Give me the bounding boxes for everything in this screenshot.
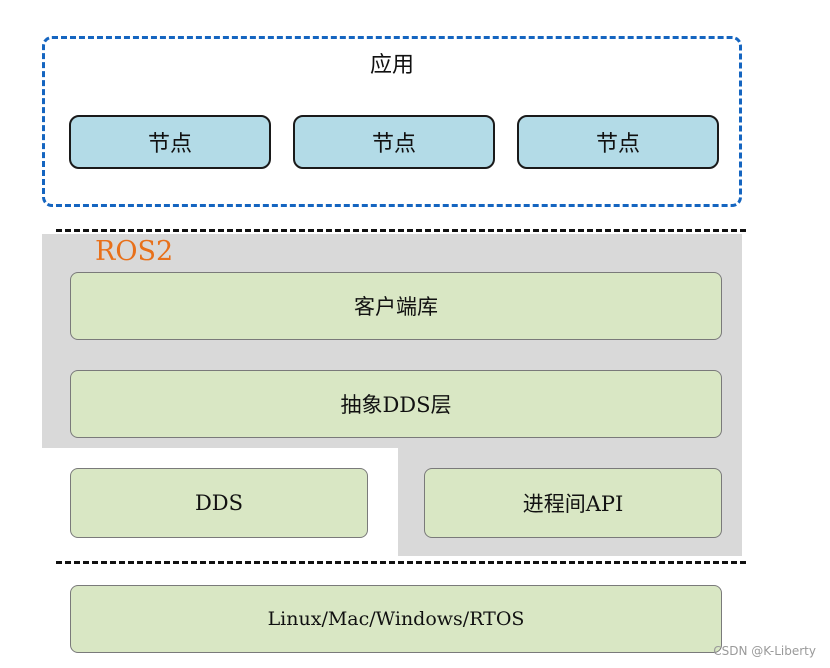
ros2-label: ROS2 — [95, 236, 174, 267]
dds-box: DDS — [70, 468, 368, 538]
application-layer-frame: 应用 节点 节点 节点 — [42, 36, 742, 207]
application-title: 应用 — [369, 53, 414, 78]
client-library-box: 客户端库 — [70, 272, 722, 340]
watermark: CSDN @K-Liberty — [713, 644, 816, 658]
divider-bottom-dashed — [56, 561, 746, 564]
node-box-2: 节点 — [293, 115, 495, 169]
node-box-3: 节点 — [517, 115, 719, 169]
divider-top-dashed — [56, 229, 746, 232]
dds-abstraction-layer-box: 抽象DDS层 — [70, 370, 722, 438]
operating-system-box: Linux/Mac/Windows/RTOS — [70, 585, 722, 653]
ipc-api-box: 进程间API — [424, 468, 722, 538]
node-box-1: 节点 — [69, 115, 271, 169]
